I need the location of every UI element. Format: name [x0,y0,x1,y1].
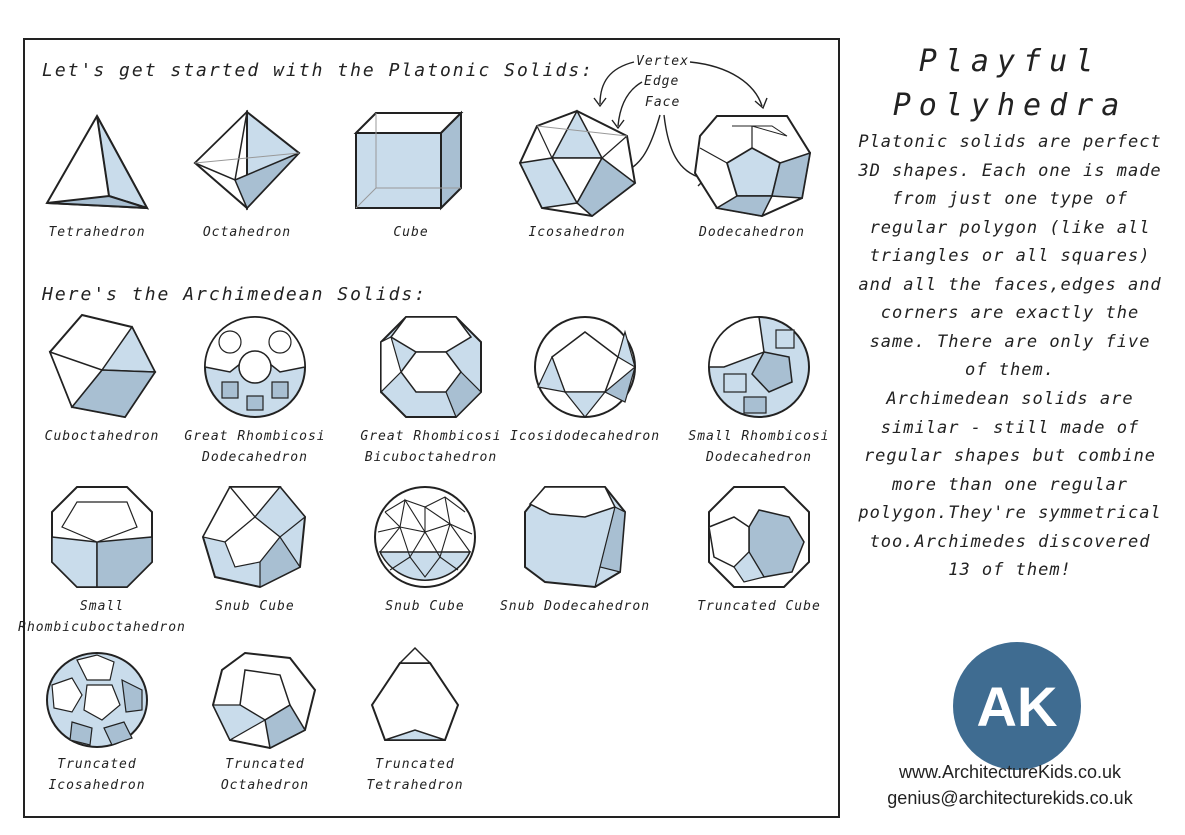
cuboctahedron-icon [48,313,157,419]
dodecahedron-label: Dodecahedron [699,225,805,240]
great-rhombicuboctahedron-icon [380,316,482,419]
email-link[interactable]: genius@architecturekids.co.uk [887,788,1133,808]
snub-cube-label: Snub Cube [215,599,295,614]
ak-logo: AK [953,642,1081,770]
truncated-tetrahedron-icon [370,646,460,741]
truncated-cube-label: Truncated Cube [697,599,821,614]
platonic-description: Platonic solids are perfect 3D shapes. E… [858,132,1162,380]
truncated-icosahedron-icon [46,652,148,748]
cube-icon [353,110,464,211]
truncated-cube-icon [708,486,810,588]
vertex-callout: Vertex [636,54,689,69]
great-rhombicosidodecahedron-icon [204,316,306,418]
icosahedron-label: Icosahedron [528,225,626,240]
solid-icosahedron: Icosahedron [502,108,652,243]
archimedean-description: Archimedean solids are similar - still m… [858,389,1162,580]
snub-cube-icon [201,485,307,589]
solid-dodecahedron: Dodecahedron [677,108,827,243]
platonic-heading: Let's get started with the Platonic Soli… [42,60,594,81]
solid-tetrahedron: Tetrahedron [22,108,172,243]
cuboctahedron-label: Cuboctahedron [44,429,160,444]
edge-callout: Edge [644,74,680,89]
icosahedron-icon [518,109,637,218]
website-link[interactable]: www.ArchitectureKids.co.uk [898,762,1122,782]
solid-cube: Cube [336,108,486,243]
solid-snub-cube-2: Snub Cube [350,482,500,617]
snub-polyhedron-icon [374,486,476,588]
snub-cube-2-label: Snub Cube [385,599,465,614]
solid-snub-dodecahedron: Snub Dodecahedron [500,482,650,617]
face-callout: Face [645,95,681,110]
truncated-octahedron-icon [211,651,317,750]
snub-dodecahedron-label: Snub Dodecahedron [499,599,651,614]
solids-panel [23,38,840,818]
tetrahedron-label: Tetrahedron [48,225,146,240]
icosidodecahedron-icon [534,316,637,418]
solid-snub-cube-1: Snub Cube [180,482,330,617]
solid-truncated-cube: Truncated Cube [684,482,834,617]
solid-octahedron: Octahedron [172,108,322,243]
octahedron-icon [193,109,301,211]
small-rhombicuboctahedron-icon [51,486,153,588]
icosidodecahedron-label: Icosidodecahedron [510,429,661,444]
snub-dodecahedron-icon [524,486,627,589]
tetrahedron-icon [45,113,150,210]
small-rhombicosidodecahedron-icon [708,316,810,418]
cube-label: Cube [393,225,429,240]
solid-cuboctahedron: Cuboctahedron [27,312,177,447]
dodecahedron-icon [693,115,812,218]
octahedron-label: Octahedron [202,225,292,240]
archimedean-heading: Here's the Archimedean Solids: [42,284,428,305]
solid-icosidodecahedron: Icosidodecahedron [510,312,660,447]
